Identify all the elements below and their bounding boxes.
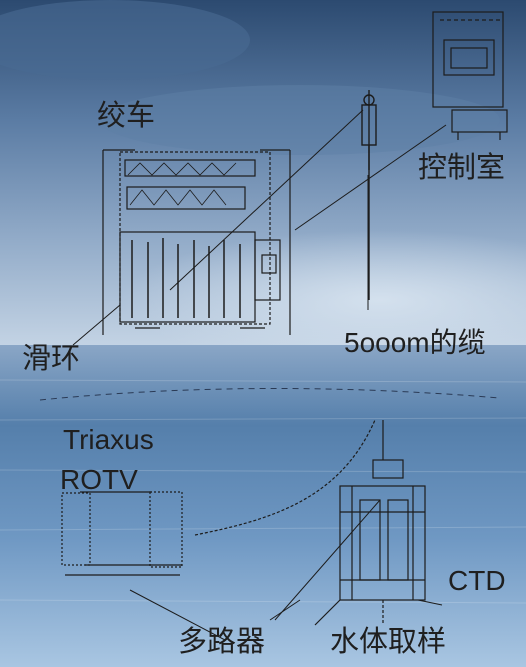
triaxus-label-line1: Triaxus bbox=[63, 424, 154, 455]
multiplexer-label: 多路器 bbox=[178, 624, 266, 658]
water-sampling-label: 水体取样 bbox=[330, 624, 447, 658]
sea-surface-line bbox=[39, 387, 501, 401]
bottom-leader-lines bbox=[129, 499, 381, 641]
tow-cable-line bbox=[194, 419, 376, 536]
ctd-label: CTD bbox=[448, 565, 506, 596]
control-room-sketch bbox=[432, 11, 508, 140]
slip-ring-label: 滑环 bbox=[22, 341, 81, 375]
rosette-sketch bbox=[314, 420, 426, 626]
control-room-label: 控制室 bbox=[418, 150, 506, 184]
triaxus-sketch bbox=[61, 491, 183, 576]
leader-lines bbox=[72, 109, 447, 606]
winch-label: 绞车 bbox=[97, 98, 156, 132]
sheave-sketch bbox=[361, 90, 377, 300]
winch-sketch bbox=[102, 149, 291, 335]
cable-label: 5ooom的缆 bbox=[344, 327, 486, 358]
triaxus-label-line2: ROTV bbox=[60, 464, 138, 495]
